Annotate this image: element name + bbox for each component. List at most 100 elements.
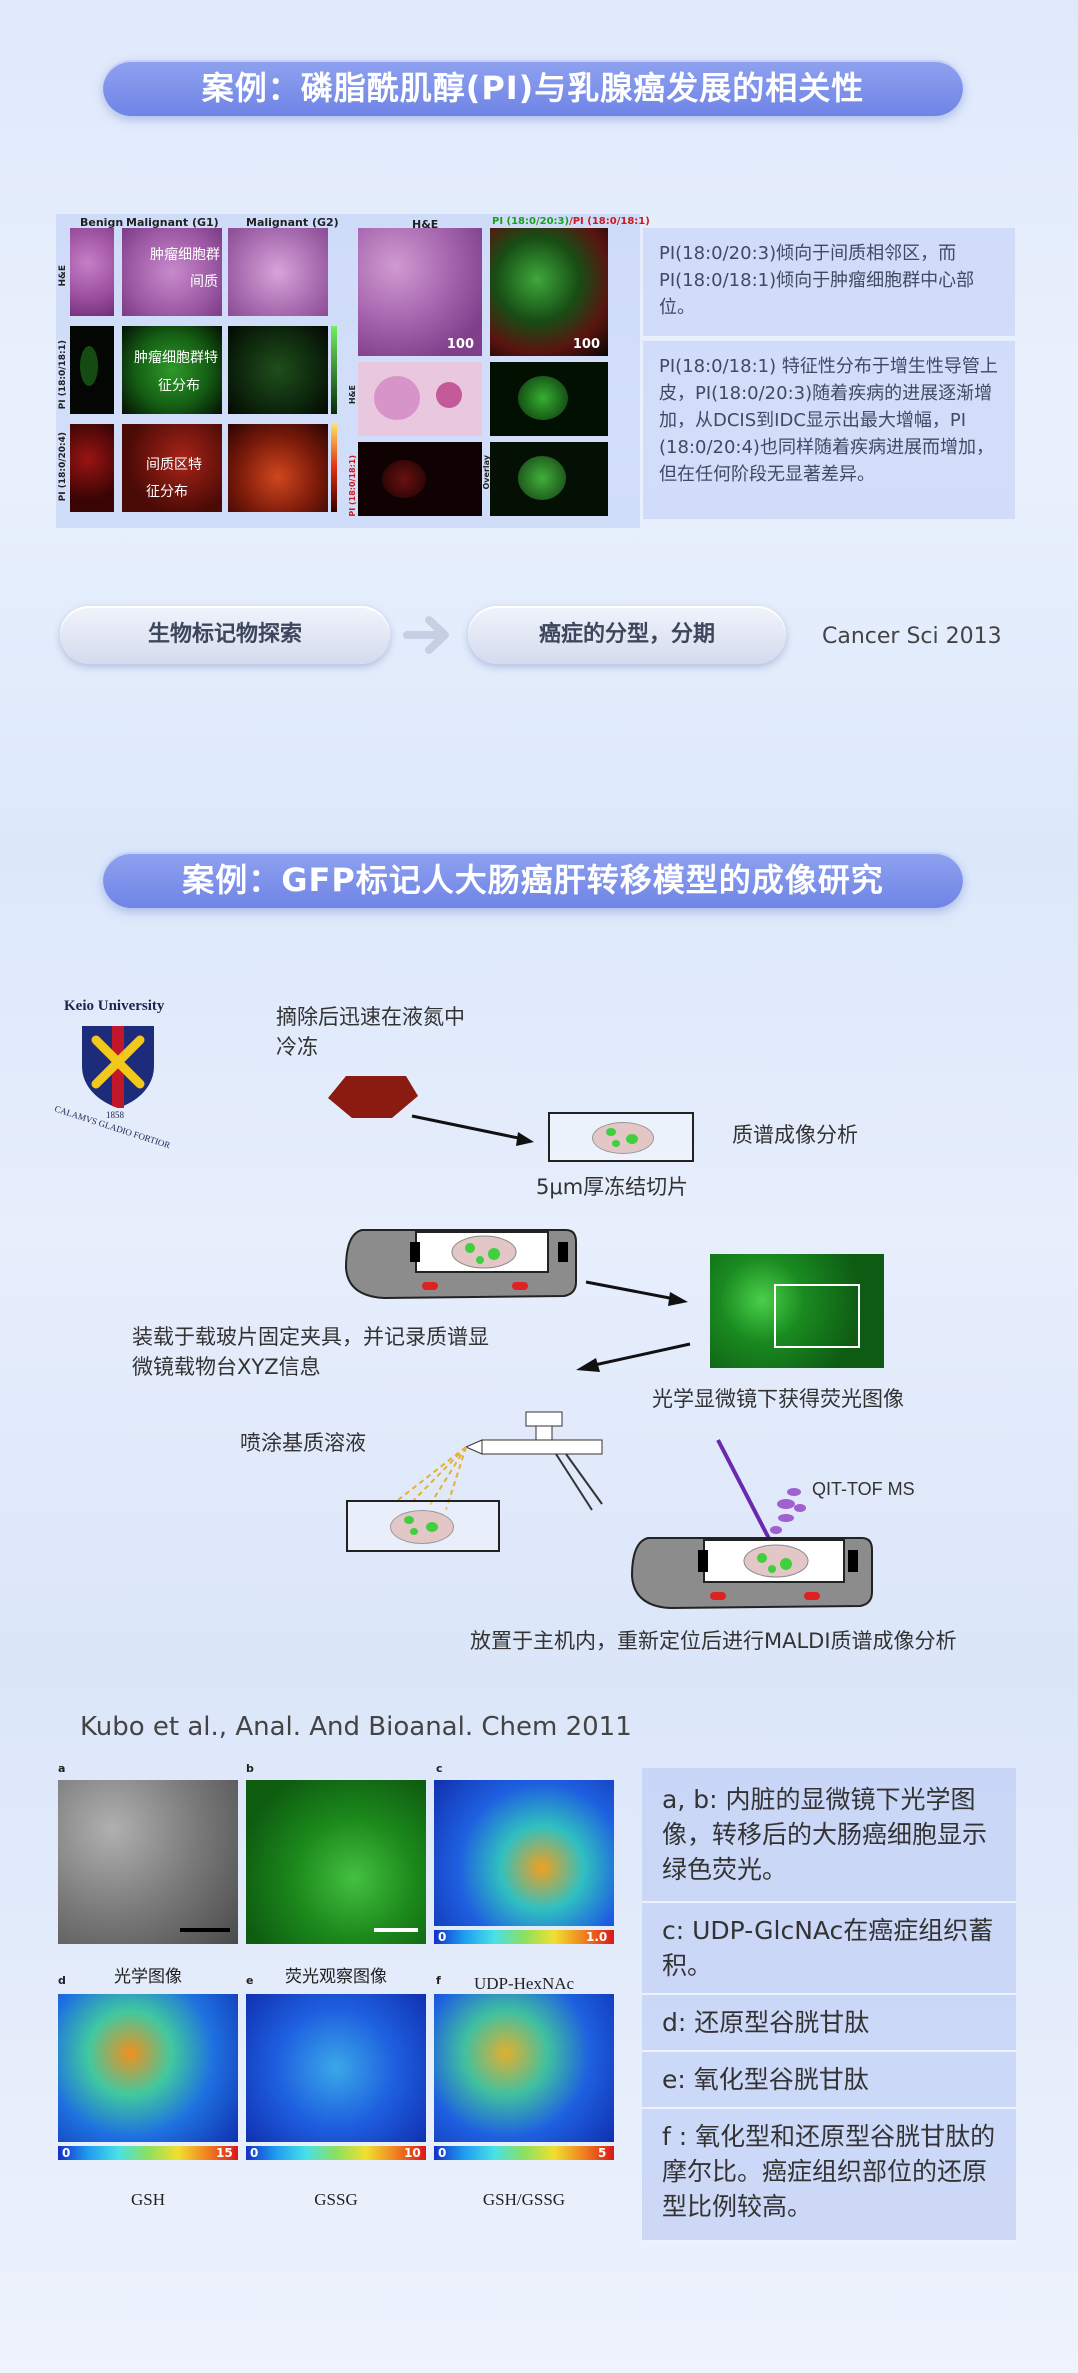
citation-kubo: Kubo et al., Anal. And Bioanal. Chem 201… bbox=[80, 1712, 632, 1742]
right-red-small bbox=[358, 442, 482, 516]
colorbar-c-max: 1.0 bbox=[586, 1930, 608, 1944]
overlay-tumor-feature-2: 征分布 bbox=[158, 378, 200, 394]
tissue-icon bbox=[322, 1072, 422, 1122]
info-box-2: PI(18:0/18:1) 特征性分布于增生性导管上皮，PI(18:0/20:3… bbox=[643, 341, 1015, 519]
caption-gsh: GSH bbox=[130, 2190, 165, 2209]
red-scale-bar bbox=[331, 424, 337, 512]
arrow-back bbox=[572, 1340, 692, 1374]
panel-b-fluor bbox=[246, 1780, 426, 1944]
colorbar-d bbox=[58, 2146, 238, 2160]
panel-letter-c: c bbox=[436, 1762, 443, 1775]
header-pi-green: PI (18:0/20:3) bbox=[492, 216, 570, 227]
explain-d: d: 还原型谷胱甘肽 bbox=[642, 1995, 1016, 2052]
header-pi-red: /PI (18:0/18:1) bbox=[569, 216, 650, 227]
section2-title: 案例：GFP标记人大肠癌肝转移模型的成像研究 bbox=[103, 852, 963, 908]
side-label-he: H&E bbox=[348, 385, 357, 405]
arrow-to-fluor bbox=[584, 1278, 694, 1308]
step-section: 5μm厚冻结切片 bbox=[536, 1175, 689, 1199]
pi1-g1-image bbox=[122, 326, 222, 414]
row-label-he: H&E bbox=[58, 265, 68, 287]
colorbar-f bbox=[434, 2146, 614, 2160]
panel-a-optical bbox=[58, 1780, 238, 1944]
panel-letter-e: e bbox=[246, 1974, 254, 1987]
step-freeze: 摘除后迅速在液氮中冷冻 bbox=[276, 1005, 465, 1059]
sprayer-icon bbox=[380, 1410, 610, 1520]
colorbar-e-min: 0 bbox=[250, 2146, 259, 2160]
scale-100: 100 bbox=[446, 337, 474, 352]
side-label-pi: PI (18:0/18:1) bbox=[348, 455, 357, 517]
right-he-small bbox=[358, 362, 482, 436]
right-pi-overlay-large: 100 bbox=[490, 228, 608, 356]
right-he-large: 100 bbox=[358, 228, 482, 356]
slide-holder-2 bbox=[630, 1536, 874, 1610]
col-header-g1: Malignant (G1) bbox=[126, 216, 219, 229]
overlay-stroma-feature-2: 征分布 bbox=[146, 484, 188, 500]
logo-year: 1858 bbox=[106, 1110, 124, 1120]
panel-letter-a: a bbox=[58, 1762, 66, 1775]
citation-cancer-sci: Cancer Sci 2013 bbox=[822, 624, 1002, 649]
colorbar-c-min: 0 bbox=[438, 1930, 447, 1944]
arrow-right-icon bbox=[403, 612, 453, 658]
flow-biomarker: 生物标记物探索 bbox=[60, 606, 390, 664]
arrow-to-slide bbox=[410, 1110, 540, 1150]
flow-cancer-typing: 癌症的分型，分期 bbox=[468, 606, 786, 664]
explain-e: e: 氧化型谷胱甘肽 bbox=[642, 2052, 1016, 2109]
caption-udp: UDP-HexNAc bbox=[473, 1974, 575, 1993]
step-spray: 喷涂基质溶液 bbox=[240, 1431, 366, 1455]
panel-d-gsh bbox=[58, 1994, 238, 2142]
colorbar-f-max: 5 bbox=[598, 2146, 607, 2160]
col-header-benign: Benign bbox=[80, 216, 124, 229]
overlay-tumor-cells: 肿瘤细胞群 bbox=[150, 247, 220, 263]
colorbar-f-min: 0 bbox=[438, 2146, 447, 2160]
pi1-g2-image bbox=[228, 326, 328, 414]
header-he: H&E bbox=[412, 218, 439, 231]
panel-letter-d: d bbox=[58, 1974, 66, 1987]
colorbar-d-max: 15 bbox=[216, 2146, 233, 2160]
explain-f: f : 氧化型和还原型谷胱甘肽的摩尔比。癌症组织部位的还原型比例较高。 bbox=[642, 2109, 1016, 2242]
colorbar-c bbox=[434, 1930, 614, 1944]
overlay-stroma: 间质 bbox=[190, 274, 218, 290]
step-fluor-image: 光学显微镜下获得荧光图像 bbox=[652, 1387, 904, 1411]
explain-c: c: UDP-GlcNAc在癌症组织蓄积。 bbox=[642, 1903, 1016, 1995]
right-green-small bbox=[490, 362, 608, 436]
colorbar-d-min: 0 bbox=[62, 2146, 71, 2160]
panel-letter-f: f bbox=[436, 1974, 441, 1987]
panel-letter-b: b bbox=[246, 1762, 254, 1775]
pi2-g1-image bbox=[122, 424, 222, 512]
he-benign-image bbox=[70, 228, 114, 316]
right-overlay-small bbox=[490, 442, 608, 516]
explain-ab: a, b: 内脏的显微镜下光学图像，转移后的大肠癌细胞显示绿色荧光。 bbox=[642, 1768, 1016, 1903]
row-label-pi2: PI (18:0/20:4) bbox=[58, 432, 68, 502]
overlay-stroma-feature-1: 间质区特 bbox=[146, 457, 202, 473]
panel-f-ratio bbox=[434, 1994, 614, 2142]
glass-slide bbox=[548, 1112, 694, 1162]
step-maldi: 放置于主机内，重新定位后进行MALDI质谱成像分析 bbox=[470, 1629, 957, 1653]
he-g1-image bbox=[122, 228, 222, 316]
caption-fluor: 荧光观察图像 bbox=[285, 1967, 387, 1987]
info-box-1: PI(18:0/20:3)倾向于间质相邻区，而PI(18:0/18:1)倾向于肿… bbox=[643, 228, 1015, 336]
caption-gssg: GSSG bbox=[314, 2190, 358, 2209]
he-g2-image bbox=[228, 228, 328, 316]
shield-icon bbox=[82, 1026, 154, 1108]
overlay-tumor-feature-1: 肿瘤细胞群特 bbox=[134, 350, 218, 366]
green-scale-bar bbox=[331, 326, 337, 414]
section1-title: 案例：磷脂酰肌醇(PI)与乳腺癌发展的相关性 bbox=[103, 60, 963, 116]
caption-optical: 光学图像 bbox=[114, 1967, 182, 1987]
keio-logo: Keio University 1858 CALAMVS GLADIO FORT… bbox=[50, 992, 190, 1152]
scale-100-b: 100 bbox=[572, 337, 600, 352]
panel-e-gssg bbox=[246, 1994, 426, 2142]
pi1-benign-image bbox=[70, 326, 114, 414]
panel-c-udp bbox=[434, 1780, 614, 1926]
header-pi-pair: PI (18:0/20:3)/PI (18:0/18:1) bbox=[492, 216, 650, 227]
colorbar-e-max: 10 bbox=[404, 2146, 421, 2160]
col-header-g2: Malignant (G2) bbox=[246, 216, 339, 229]
pi2-benign-image bbox=[70, 424, 114, 512]
caption-ratio: GSH/GSSG bbox=[482, 2190, 566, 2209]
colorbar-e bbox=[246, 2146, 426, 2160]
pi2-g2-image bbox=[228, 424, 328, 512]
logo-name: Keio University bbox=[64, 998, 165, 1014]
glass-slide-2 bbox=[346, 1500, 500, 1552]
slide-holder-1 bbox=[344, 1228, 578, 1300]
step-qit-tof: QIT-TOF MS bbox=[812, 1479, 915, 1499]
step-ms-analysis: 质谱成像分析 bbox=[732, 1123, 858, 1147]
